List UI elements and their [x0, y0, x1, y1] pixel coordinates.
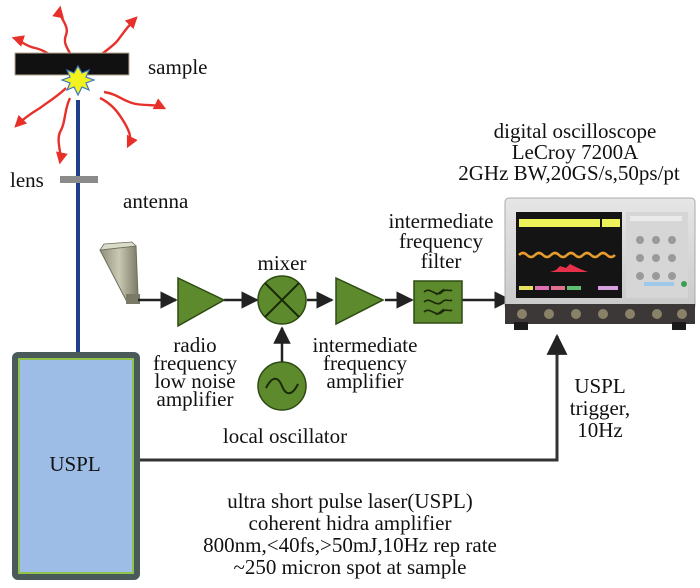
label-laser-specs-line: ultra short pulse laser(USPL) [227, 489, 473, 513]
uspl-laser-box [18, 358, 134, 574]
label-rf-lna-line: low noise [154, 369, 236, 393]
label-if-amplifier-line: amplifier [326, 369, 404, 393]
rf-lna-icon [177, 276, 226, 328]
label-lens: lens [10, 168, 44, 192]
lens-icon [60, 176, 98, 183]
label-oscilloscope-line: digital oscilloscope [493, 119, 657, 143]
emission-waves [11, 5, 167, 165]
label-sample: sample [148, 55, 208, 79]
if-filter-icon [413, 280, 463, 324]
label-if-amplifier-line: frequency [323, 351, 407, 375]
label-trigger-line: trigger, [569, 396, 631, 420]
label-laser-specs-line: coherent hidra amplifier [248, 511, 452, 535]
label-uspl: USPL [49, 452, 101, 476]
label-if-amplifier-line: intermediate [312, 333, 418, 357]
local-oscillator-icon [257, 361, 307, 411]
label-rf-lna-line: frequency [153, 351, 237, 375]
trigger-line [140, 333, 568, 462]
label-rf-lna-line: amplifier [156, 387, 234, 411]
oscilloscope-icon [504, 197, 696, 330]
label-trigger-line: USPL [574, 374, 626, 398]
label-laser-specs-line: ~250 micron spot at sample [233, 555, 467, 579]
label-if-filter-line: intermediate [388, 209, 494, 233]
antenna-icon [99, 241, 140, 304]
label-if-filter-line: filter [420, 249, 462, 273]
if-amplifier-icon [335, 276, 385, 326]
spark-icon [60, 64, 96, 97]
label-oscilloscope-line: 2GHz BW,20GS/s,50ps/pt [458, 161, 680, 185]
label-antenna: antenna [123, 189, 189, 213]
label-trigger-line: 10Hz [577, 418, 623, 442]
label-local-oscillator: local oscillator [222, 424, 348, 448]
mixer-icon [257, 275, 307, 325]
label-laser-specs-line: 800nm,<40fs,>50mJ,10Hz rep rate [203, 533, 497, 557]
label-oscilloscope-line: LeCroy 7200A [511, 140, 639, 164]
label-rf-lna-line: radio [173, 333, 217, 357]
label-if-filter-line: frequency [399, 229, 483, 253]
label-mixer: mixer [257, 251, 307, 275]
